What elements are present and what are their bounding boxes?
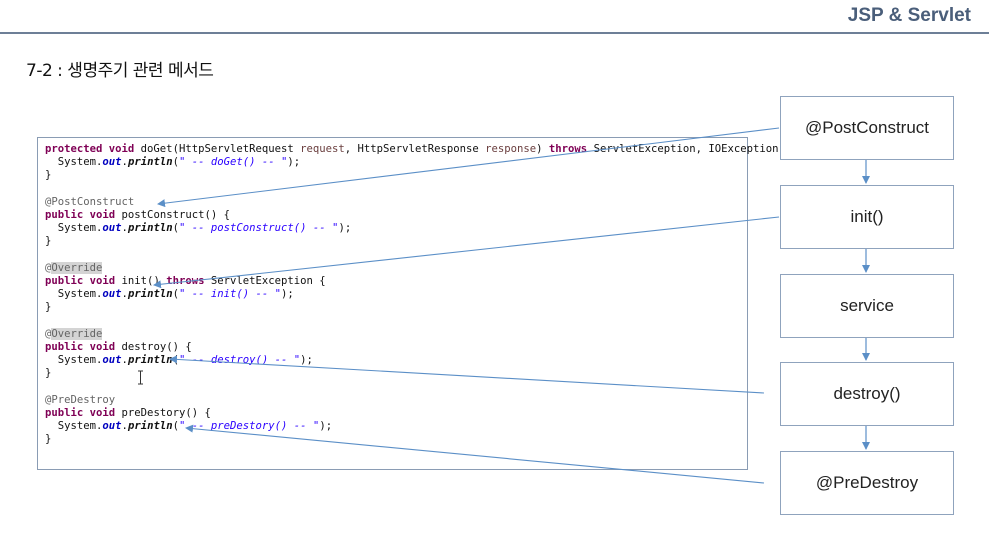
code-text: . [121, 288, 128, 301]
code-text: ); [319, 420, 333, 433]
code-line-postconstruct-body: System.out.println(" -- postConstruct() … [45, 222, 351, 234]
code-text: ServletException { [204, 275, 326, 288]
lifecycle-box-predestroy: @PreDestroy [780, 451, 954, 515]
annotation-override: @Override [45, 261, 103, 274]
lifecycle-box-init: init() [780, 185, 954, 249]
code-panel [37, 137, 748, 470]
code-text: ( [172, 420, 179, 433]
code-brace: } [45, 235, 52, 248]
code-text: ); [338, 222, 352, 235]
field: out [102, 288, 122, 301]
field: out [102, 222, 122, 235]
code-text: System. [45, 420, 103, 433]
code-line-doget-body: System.out.println(" -- doGet() -- "); [45, 156, 300, 168]
method: println [127, 354, 173, 367]
keyword: public void [45, 341, 116, 354]
method: println [127, 288, 173, 301]
keyword: throws [548, 143, 588, 155]
code-text: ) [536, 143, 549, 155]
lifecycle-box-postconstruct: @PostConstruct [780, 96, 954, 160]
keyword: public void [45, 407, 116, 420]
code-text: . [121, 354, 128, 367]
method: println [127, 222, 173, 235]
code-text: ( [172, 156, 179, 169]
annotation-name: Override [51, 327, 103, 340]
code-brace: } [45, 433, 52, 446]
string-literal: " -- postConstruct() -- " [178, 222, 339, 235]
annotation-postconstruct: @PostConstruct [45, 195, 135, 208]
code-line-predestroy: public void preDestory() { [45, 407, 211, 419]
param: response [485, 143, 537, 155]
field: out [102, 354, 122, 367]
string-literal: " -- destroy() -- " [178, 354, 301, 367]
code-text: doGet(HttpServletRequest [134, 143, 301, 155]
annotation-at: @ [45, 261, 52, 274]
code-text: preDestory() { [115, 407, 211, 420]
code-text: ( [172, 288, 179, 301]
slide-title: 7-2 : 생명주기 관련 메서드 [26, 61, 214, 81]
header-divider [0, 32, 989, 34]
annotation-override: @Override [45, 327, 103, 340]
code-listing: protected void doGet(HttpServletRequest … [45, 143, 791, 447]
code-line-postconstruct: public void postConstruct() { [45, 209, 230, 221]
code-text: . [121, 420, 128, 433]
method: println [127, 420, 173, 433]
code-text: init() [115, 275, 167, 288]
code-text: System. [45, 222, 103, 235]
code-brace: } [45, 301, 52, 314]
code-text: . [121, 156, 128, 169]
param: request [300, 143, 345, 155]
field: out [102, 420, 122, 433]
method: println [127, 156, 173, 169]
code-line-predestroy-body: System.out.println(" -- preDestory() -- … [45, 420, 332, 432]
string-literal: " -- preDestory() -- " [178, 420, 320, 433]
field: out [102, 156, 122, 169]
lifecycle-box-destroy: destroy() [780, 362, 954, 426]
keyword: protected void [45, 143, 135, 155]
code-line-destroy: public void destroy() { [45, 341, 192, 353]
code-text: postConstruct() { [115, 209, 230, 222]
code-text: System. [45, 288, 103, 301]
lifecycle-box-service: service [780, 274, 954, 338]
keyword: throws [166, 275, 205, 288]
pointer-init [153, 216, 780, 289]
code-text: . [121, 222, 128, 235]
code-brace: } [45, 169, 52, 182]
code-text: ); [287, 156, 301, 169]
pointer-postconstruct [157, 127, 780, 208]
code-line-init-body: System.out.println(" -- init() -- "); [45, 288, 294, 300]
keyword: public void [45, 209, 116, 222]
code-text: ( [172, 222, 179, 235]
code-line-init: public void init() throws ServletExcepti… [45, 275, 326, 287]
code-text: , HttpServletResponse [344, 143, 486, 155]
keyword: public void [45, 275, 116, 288]
code-text: destroy() { [115, 341, 192, 354]
header-title: JSP & Servlet [847, 5, 971, 26]
code-text: System. [45, 156, 103, 169]
text-cursor-icon [138, 370, 143, 385]
code-text: ); [281, 288, 294, 301]
annotation-predestroy: @PreDestroy [45, 393, 116, 406]
pointer-predestroy [185, 424, 765, 484]
code-line-doget: protected void doGet(HttpServletRequest … [45, 143, 791, 155]
annotation-at: @ [45, 327, 52, 340]
annotation-name: Override [51, 261, 103, 274]
code-text: ); [300, 354, 313, 367]
string-literal: " -- doGet() -- " [178, 156, 288, 169]
code-text: System. [45, 354, 103, 367]
code-brace: } [45, 367, 52, 380]
string-literal: " -- init() -- " [178, 288, 282, 301]
pointer-destroy [169, 355, 765, 394]
